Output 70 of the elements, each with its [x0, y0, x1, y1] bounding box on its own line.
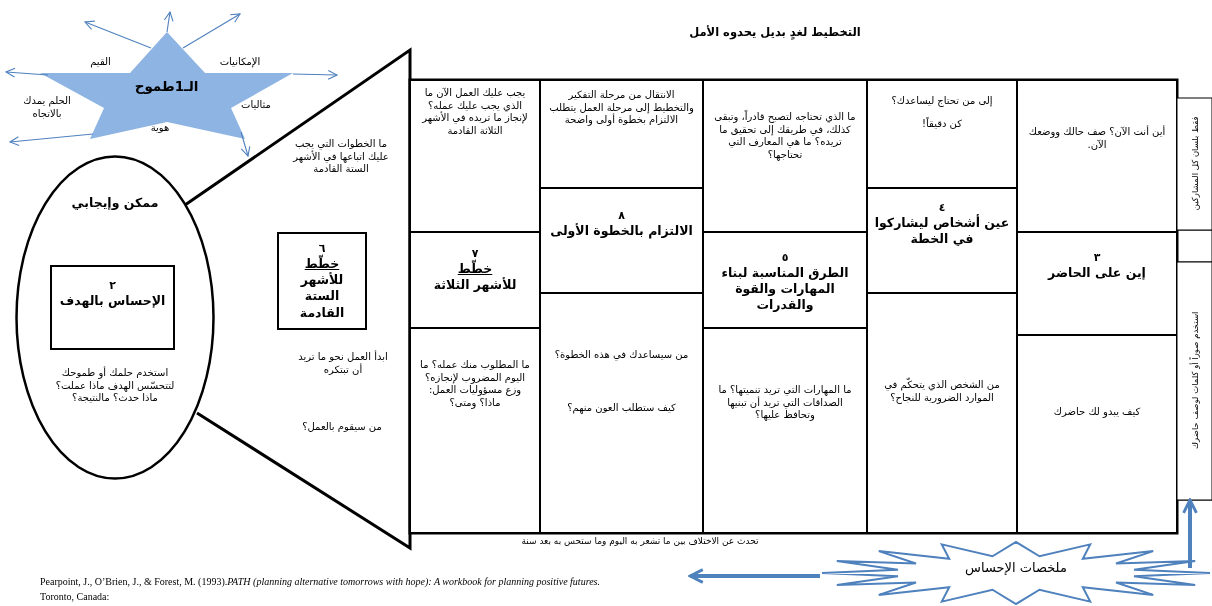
prompt-text: ما المطلوب منك عمله؟ ما اليوم المضروب لإنجازه؟ وزع مسؤوليات العمل: ماذا؟ ومتى؟: [419, 359, 531, 409]
star-point-label: الإمكانيات: [218, 56, 262, 69]
prompt-text: ما الخطوات التي يجب عليك اتباعها في الأشهر الستة القادمة: [291, 138, 390, 176]
prompt-text: من الشخص الذي يتحكّم في الموارد الضرورية للنجاح؟: [883, 379, 1001, 404]
step-box: [410, 232, 540, 328]
arrow: [163, 11, 174, 33]
table-cell: [540, 293, 703, 533]
step-number: ٦: [318, 242, 326, 255]
table-cell: [540, 80, 703, 188]
star-point-label: الحلم يمدك بالاتجاه: [22, 95, 72, 120]
prompt-text: استخدم حلمك أو طموحك لتتحسّس الهدف ماذا عملت؟ ماذا حدث؟ مالنتيجة؟: [55, 367, 175, 405]
step-box: [50, 265, 175, 350]
prompt-text: يجب عليك العمل الآن ما الذي يجب عليك عمله؟ لإنجاز ما تريده في الأشهر الثلاثة القادمة: [420, 87, 529, 137]
citation-text: Toronto, Canada:: [40, 591, 111, 604]
ellipse-heading: ممكن وإيجابي: [70, 195, 160, 212]
table-cell: [410, 328, 540, 533]
prompt-text: ما الذي تحتاجه لتصبح قادراً، وتبقى كذلك، في طريقك إلى تحقيق ما تريده؟ ما هي المعارف التي تحتاجها؟: [713, 111, 857, 161]
table-cell: [867, 80, 1017, 188]
prompt-text: كيف يبدو لك حاضرك: [1052, 406, 1142, 419]
step-heading: خطّط: [456, 260, 494, 277]
thick-arrow: [1182, 498, 1198, 568]
prompt-text: الانتقال من مرحلة التفكير والتخطيط إلى مرحلة العمل يتطلب الالتزام بخطوة أولى واضحة: [548, 89, 695, 127]
arrow: [182, 13, 241, 49]
table-cell: [703, 80, 867, 232]
step-box: [540, 188, 703, 293]
step-number: ٤: [937, 201, 947, 214]
step-heading: الإحساس بالهدف: [58, 292, 167, 309]
step-number: ٨: [617, 209, 626, 223]
thick-arrow: [688, 568, 820, 584]
step-heading: الالتزام بالخطوة الأولى: [549, 222, 694, 239]
prompt-text: من سيساعدك في هذه الخطوة؟: [553, 349, 690, 362]
note-text: تحدث عن الاختلاف بين ما تشعر به اليوم وما ستحس به بعد سنة: [520, 536, 760, 548]
diagram-title: التخطيط لغدٍ بديل يحدوه الأمل: [688, 25, 862, 40]
step-number: ٥: [780, 251, 790, 265]
prompt-text: ما المهارات التي تريد تنميتها؟ ما الصداقات التي تريد أن تبنيها وتحافظ عليها؟: [717, 384, 853, 422]
prompt-text: أين أنت الآن؟ صف حالك ووضعك الآن.: [1027, 126, 1167, 151]
vertical-note: استخدم صوراً أو كلمات لوصف حاضرك: [1189, 310, 1200, 452]
star-point-label: هوية: [149, 122, 171, 135]
step-box: [867, 188, 1017, 293]
citation-text: Pearpoint, J., O’Brien, J., & Forest, M. (1993).PATH (planning alternative tomorrows with hope): A workbook for planning positive futures.: [40, 576, 601, 589]
step-heading: للأشهر الثلاثة: [432, 277, 518, 294]
burst-label: ملخصات الإحساس: [964, 560, 1068, 577]
step-box: [703, 232, 867, 328]
step-heading: إين على الحاضر: [1046, 264, 1147, 281]
step-number: ٧: [471, 247, 479, 260]
prompt-text: كيف ستطلب العون منهم؟: [566, 401, 677, 414]
step-heading: الطرق المناسبة لبناء المهارات والقوة والقدرات: [720, 264, 850, 314]
step-heading: خطّط: [303, 255, 341, 272]
step-heading: للأشهر الستة القادمة: [298, 272, 346, 321]
star-point-label: مثاليات: [240, 99, 272, 112]
arrow: [84, 20, 152, 49]
table-cell: [867, 293, 1017, 533]
arrow: [240, 131, 251, 157]
arrow: [9, 133, 94, 147]
star-label: الـ1طموح: [133, 78, 200, 96]
vertical-note: فقط بلسان كل المشاركين: [1189, 115, 1200, 213]
step-heading: عين أشخاص ليشاركوا في الخطة: [874, 214, 1010, 248]
prompt-text: كن دقيقاً!: [921, 117, 963, 130]
arrow: [292, 69, 338, 80]
step-number: ٣: [1092, 251, 1102, 265]
table-cell: [410, 80, 540, 232]
star-point-label: القيم: [89, 56, 112, 69]
prompt-text: من سيقوم بالعمل؟: [301, 421, 383, 434]
step-number: ٢: [108, 279, 117, 293]
prompt-text: ابدأ العمل نحو ما تريد أن تبتكره: [297, 351, 389, 376]
step-box: [277, 232, 367, 330]
prompt-text: إلى من تحتاج ليساعدك؟: [890, 95, 994, 108]
table-cell: [703, 328, 867, 533]
step-box: [1017, 232, 1177, 335]
arrow: [5, 67, 49, 78]
